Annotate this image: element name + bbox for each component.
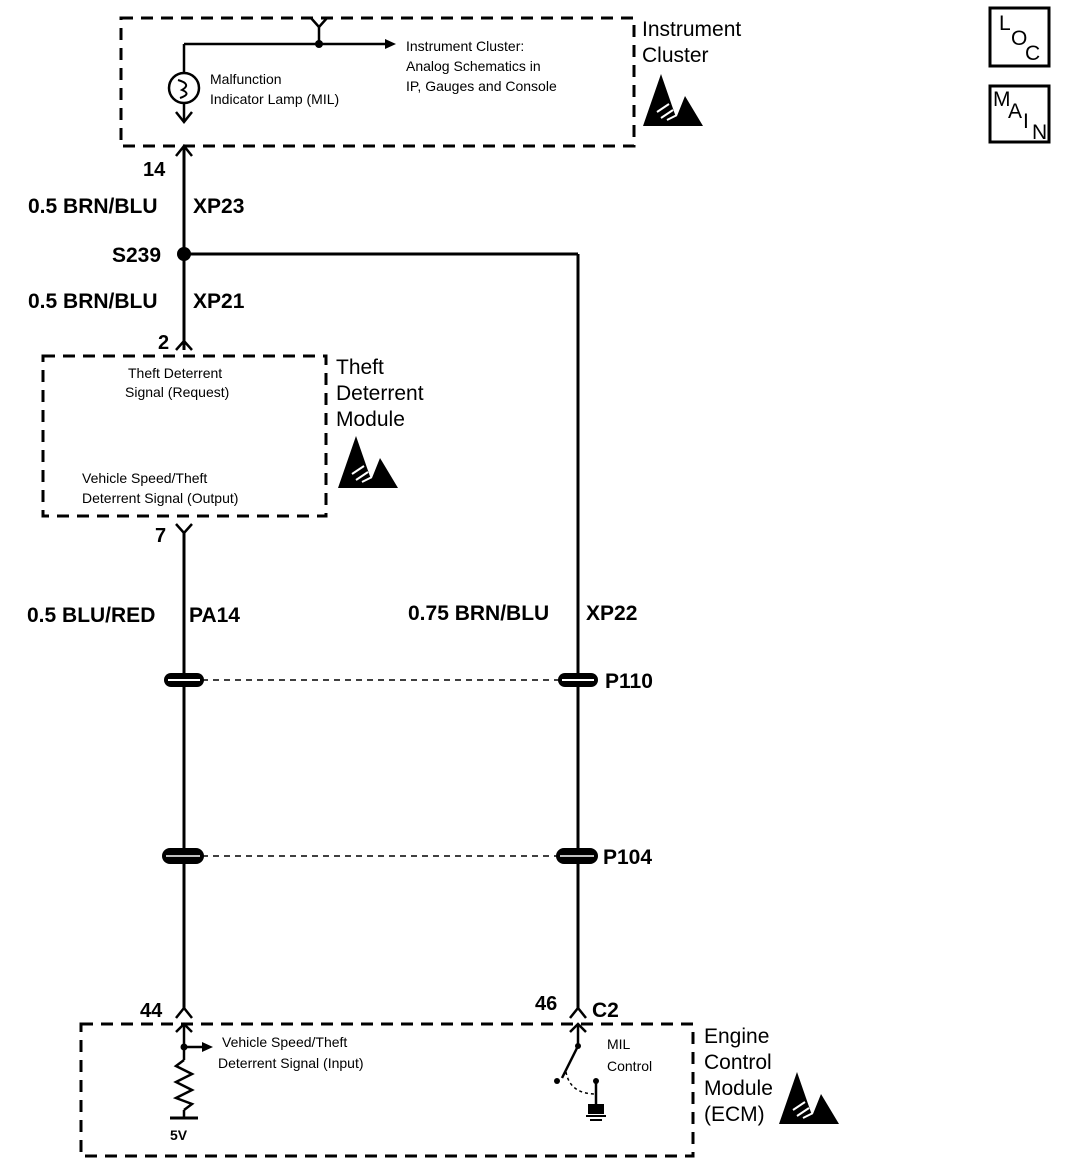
main-letter-i: I (1023, 110, 1029, 133)
mil-lamp-icon (167, 71, 201, 105)
main-letter-n: N (1032, 121, 1047, 144)
loc-letter-o: O (1011, 27, 1027, 50)
esd-warning-icon (779, 1072, 839, 1124)
main-button[interactable]: M A I N (988, 84, 1051, 144)
connector-p104-label: P104 (603, 846, 652, 869)
cluster-title-1: Instrument (642, 18, 741, 41)
theft-output-label-2: Deterrent Signal (Output) (82, 490, 238, 506)
resistor-icon (172, 1059, 195, 1111)
main-letter-m: M (993, 88, 1011, 111)
ecm-title-2: Control (704, 1051, 772, 1074)
ecm-5v-label: 5V (170, 1127, 188, 1143)
engine-control-module: 5V Vehicle Speed/Theft Deterrent Signal … (79, 1022, 839, 1158)
connector-p110-label: P110 (605, 670, 653, 693)
esd-warning-icon (338, 436, 398, 488)
wire-xp22-circuit: XP22 (586, 602, 637, 625)
cluster-ref-line-2: Analog Schematics in (406, 58, 541, 74)
loc-button[interactable]: L O C (988, 6, 1051, 68)
wire-xp23-gauge: 0.5 BRN/BLU (28, 195, 158, 218)
pin-44-label: 44 (140, 1000, 163, 1022)
wire-xp23-circuit: XP23 (193, 195, 244, 218)
pin-14-label: 14 (143, 159, 166, 181)
ecm-title-1: Engine (704, 1025, 769, 1048)
mil-control-switch-icon (554, 1043, 599, 1095)
pin-2-label: 2 (158, 332, 169, 354)
wire-xp21-gauge: 0.5 BRN/BLU (28, 290, 158, 313)
ground-icon (586, 1104, 606, 1121)
esd-warning-icon (643, 74, 703, 126)
loc-letter-c: C (1025, 42, 1040, 65)
main-letter-a: A (1008, 100, 1022, 123)
instrument-cluster-module: Malfunction Indicator Lamp (MIL) Instrum… (119, 16, 741, 148)
ecm-mil-label-2: Control (607, 1058, 652, 1074)
theft-title-3: Module (336, 408, 405, 431)
wire-pa14-circuit: PA14 (189, 604, 240, 627)
ecm-input-label-1: Vehicle Speed/Theft (222, 1034, 347, 1050)
cluster-title-2: Cluster (642, 44, 709, 67)
theft-title-1: Theft (336, 356, 384, 379)
cluster-ref-line-1: Instrument Cluster: (406, 38, 524, 54)
wire-xp22-gauge: 0.75 BRN/BLU (408, 602, 549, 625)
wire-xp21-circuit: XP21 (193, 290, 245, 313)
connector-p110: P110 (164, 670, 653, 693)
connector-p104: P104 (162, 846, 652, 869)
ecm-input-label-2: Deterrent Signal (Input) (218, 1055, 364, 1071)
ecm-title-4: (ECM) (704, 1103, 765, 1126)
theft-request-label-2: Signal (Request) (125, 384, 229, 400)
mil-lamp-label-1: Malfunction (210, 71, 282, 87)
wire-pa14-gauge: 0.5 BLU/RED (27, 604, 155, 627)
splice-s239-label: S239 (112, 244, 161, 267)
pin-46-label: 46 (535, 993, 557, 1015)
theft-output-label-1: Vehicle Speed/Theft (82, 470, 207, 486)
connector-c2-label: C2 (592, 999, 619, 1022)
theft-request-label-1: Theft Deterrent (128, 365, 222, 381)
loc-letter-l: L (999, 12, 1011, 35)
pin-7-label: 7 (155, 525, 166, 547)
mil-lamp-label-2: Indicator Lamp (MIL) (210, 91, 339, 107)
theft-deterrent-module: Theft Deterrent Signal (Request) Vehicle… (41, 354, 424, 518)
ecm-mil-label-1: MIL (607, 1036, 631, 1052)
theft-title-2: Deterrent (336, 382, 424, 405)
cluster-ref-line-3: IP, Gauges and Console (406, 78, 557, 94)
ecm-title-3: Module (704, 1077, 773, 1100)
